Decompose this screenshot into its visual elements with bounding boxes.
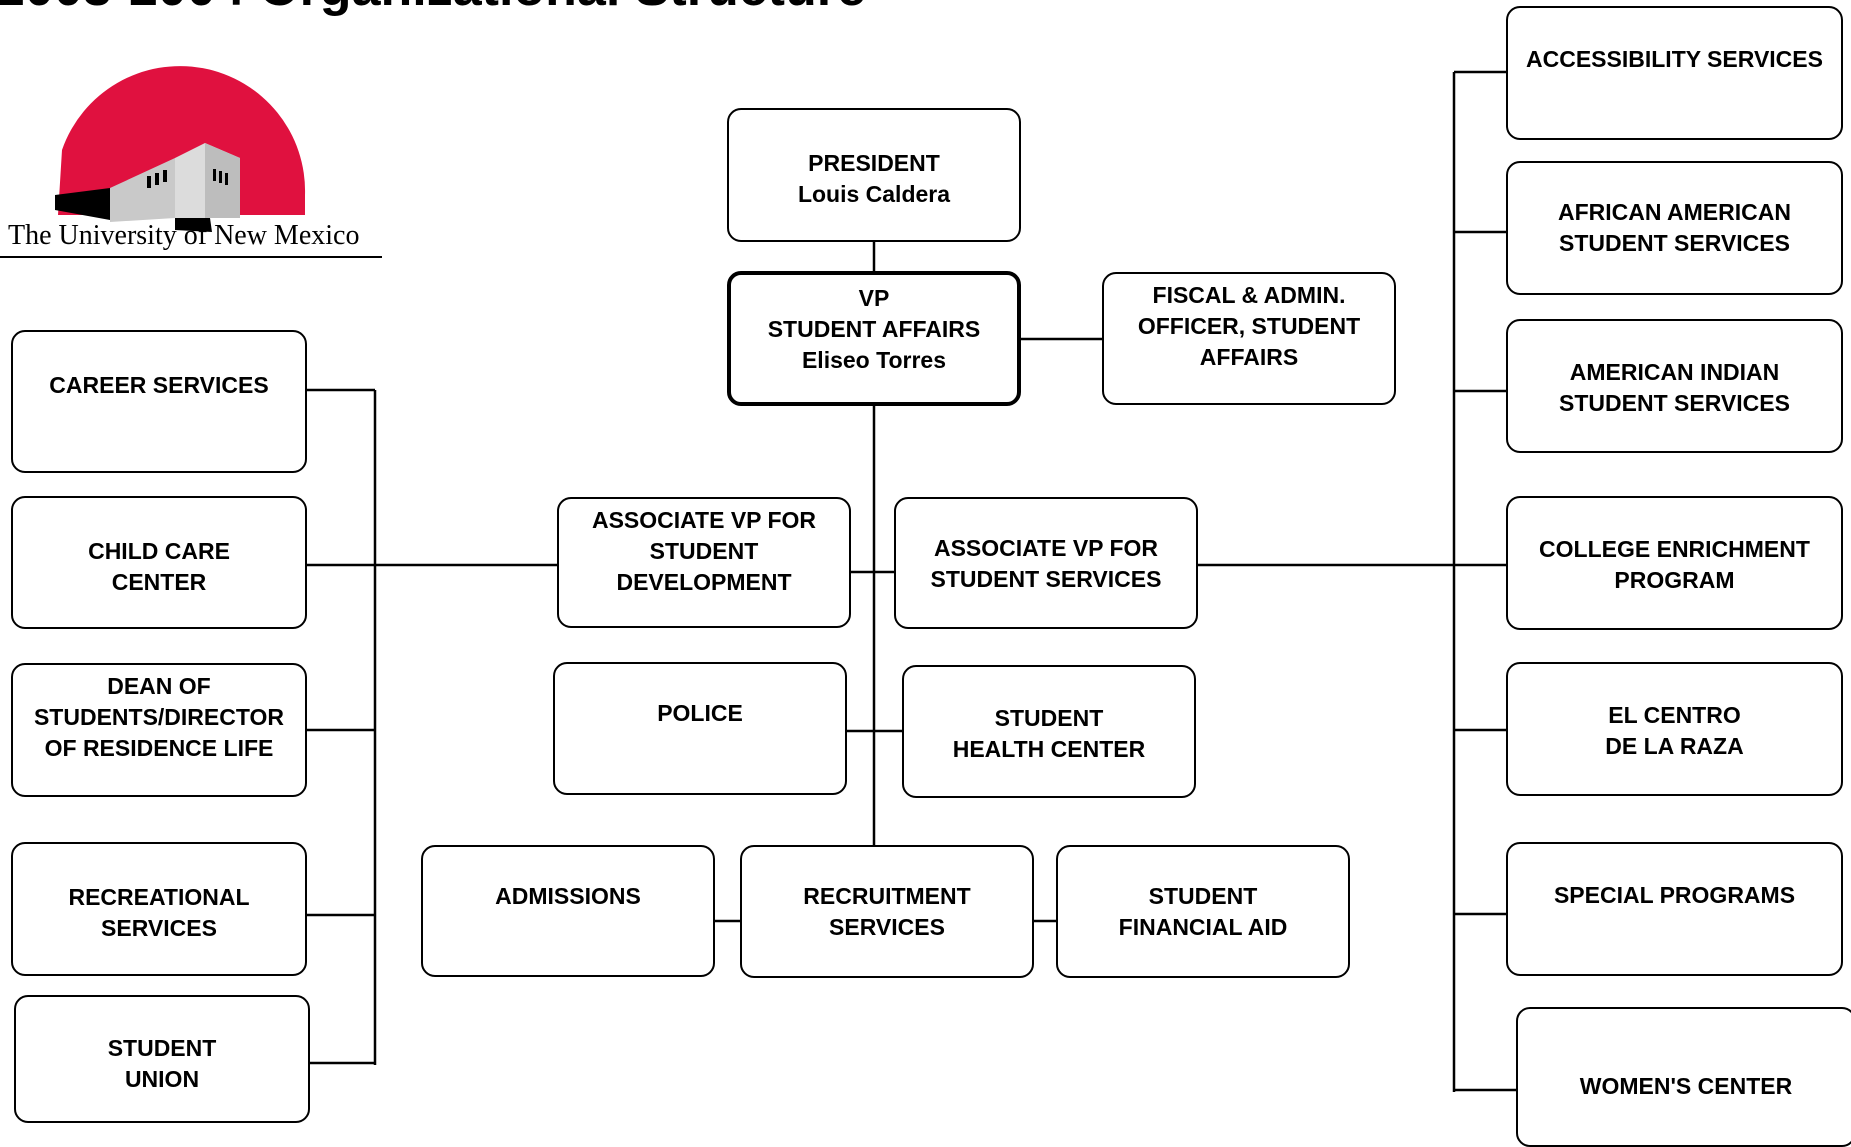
org-box-line: DE LA RAZA (1605, 733, 1744, 759)
page-title: 2003-2004 Organizational Structure (0, 0, 866, 14)
org-box-line: SPECIAL PROGRAMS (1553, 882, 1796, 908)
org-box-women: WOMEN'S CENTER (1516, 1007, 1851, 1147)
org-box-line: STUDENT (649, 538, 759, 564)
org-box-line: FISCAL & ADMIN. (1152, 282, 1346, 308)
org-box-vp: VP STUDENT AFFAIRS Eliseo Torres (727, 271, 1021, 406)
org-box-police: POLICE (553, 662, 847, 795)
org-box-line: STUDENT SERVICES (1559, 390, 1790, 416)
org-box-fiscal: FISCAL & ADMIN. OFFICER, STUDENT AFFAIRS (1102, 272, 1396, 405)
unm-logo-icon (55, 66, 306, 232)
org-box-career: CAREER SERVICES (11, 330, 307, 473)
org-box-accessibility: ACCESSIBILITY SERVICES (1506, 6, 1843, 140)
org-box-line: ACCESSIBILITY SERVICES (1526, 46, 1823, 72)
logo-building-step (205, 143, 240, 218)
org-box-dean: DEAN OF STUDENTS/DIRECTOR OF RESIDENCE LIF… (11, 663, 307, 797)
org-box-line: Louis Caldera (797, 181, 951, 207)
org-box-line: POLICE (657, 700, 743, 726)
org-box-line: SERVICES (829, 914, 945, 940)
org-box-african: AFRICAN AMERICAN STUDENT SERVICES (1506, 161, 1843, 295)
org-box-line: WOMEN'S CENTER (1579, 1073, 1793, 1099)
org-box-president: PRESIDENT Louis Caldera (727, 108, 1021, 242)
org-box-recruitment: RECRUITMENT SERVICES (740, 845, 1034, 978)
org-box-line: STUDENT (994, 705, 1104, 731)
org-box-line: ASSOCIATE VP FOR (933, 535, 1159, 561)
org-box-health: STUDENT HEALTH CENTER (902, 665, 1196, 798)
org-box-line: COLLEGE ENRICHMENT (1539, 536, 1810, 562)
org-box-special: SPECIAL PROGRAMS (1506, 842, 1843, 976)
org-box-line: CAREER SERVICES (49, 372, 269, 398)
org-box-union: STUDENT UNION (14, 995, 310, 1123)
org-box-line: FINANCIAL AID (1118, 914, 1288, 940)
org-box-line: ASSOCIATE VP FOR (591, 507, 817, 533)
org-box-american-indian: AMERICAN INDIAN STUDENT SERVICES (1506, 319, 1843, 453)
university-name: The University of New Mexico (8, 220, 360, 251)
org-box-line: HEALTH CENTER (952, 736, 1146, 762)
org-box-enrichment: COLLEGE ENRICHMENT PROGRAM (1506, 496, 1843, 630)
org-box-line: SERVICES (101, 915, 217, 941)
org-box-line: OF RESIDENCE LIFE (44, 735, 274, 761)
org-box-line: VP (858, 285, 890, 311)
org-box-line: RECREATIONAL (68, 884, 250, 910)
org-box-line: CENTER (111, 569, 207, 595)
logo-divider (0, 256, 382, 258)
org-box-line: STUDENT SERVICES (1559, 230, 1790, 256)
org-box-line: OFFICER, STUDENT (1137, 313, 1361, 339)
org-box-line: DEVELOPMENT (616, 569, 792, 595)
org-box-line: STUDENT SERVICES (930, 566, 1162, 592)
org-box-avp-dev: ASSOCIATE VP FOR STUDENT DEVELOPMENT (557, 497, 851, 628)
org-box-childcare: CHILD CARE CENTER (11, 496, 307, 629)
org-box-line: PRESIDENT (808, 150, 940, 176)
org-box-line: Eliseo Torres (801, 347, 946, 373)
org-box-avp-svc: ASSOCIATE VP FOR STUDENT SERVICES (894, 497, 1198, 629)
org-box-line: DEAN OF (107, 673, 211, 699)
org-box-line: STUDENT AFFAIRS (767, 316, 981, 342)
org-box-line: AMERICAN INDIAN (1569, 359, 1780, 385)
org-box-line: RECRUITMENT (803, 883, 971, 909)
org-box-line: STUDENT (1148, 883, 1258, 909)
org-box-admissions: ADMISSIONS (421, 845, 715, 977)
org-box-line: CHILD CARE (88, 538, 230, 564)
org-box-line: UNION (124, 1066, 200, 1092)
org-box-finaid: STUDENT FINANCIAL AID (1056, 845, 1350, 978)
org-box-line: ADMISSIONS (495, 883, 641, 909)
logo-shadow (55, 188, 110, 220)
org-box-line: STUDENT (107, 1035, 217, 1061)
logo-sun (58, 66, 306, 216)
org-box-line: AFFAIRS (1199, 344, 1299, 370)
org-box-recreational: RECREATIONAL SERVICES (11, 842, 307, 976)
org-box-line: EL CENTRO (1608, 702, 1741, 728)
org-box-line: STUDENTS/DIRECTOR (33, 704, 285, 730)
org-box-line: PROGRAM (1614, 567, 1735, 593)
org-box-elcentro: EL CENTRO DE LA RAZA (1506, 662, 1843, 796)
org-box-line: AFRICAN AMERICAN (1558, 199, 1791, 225)
